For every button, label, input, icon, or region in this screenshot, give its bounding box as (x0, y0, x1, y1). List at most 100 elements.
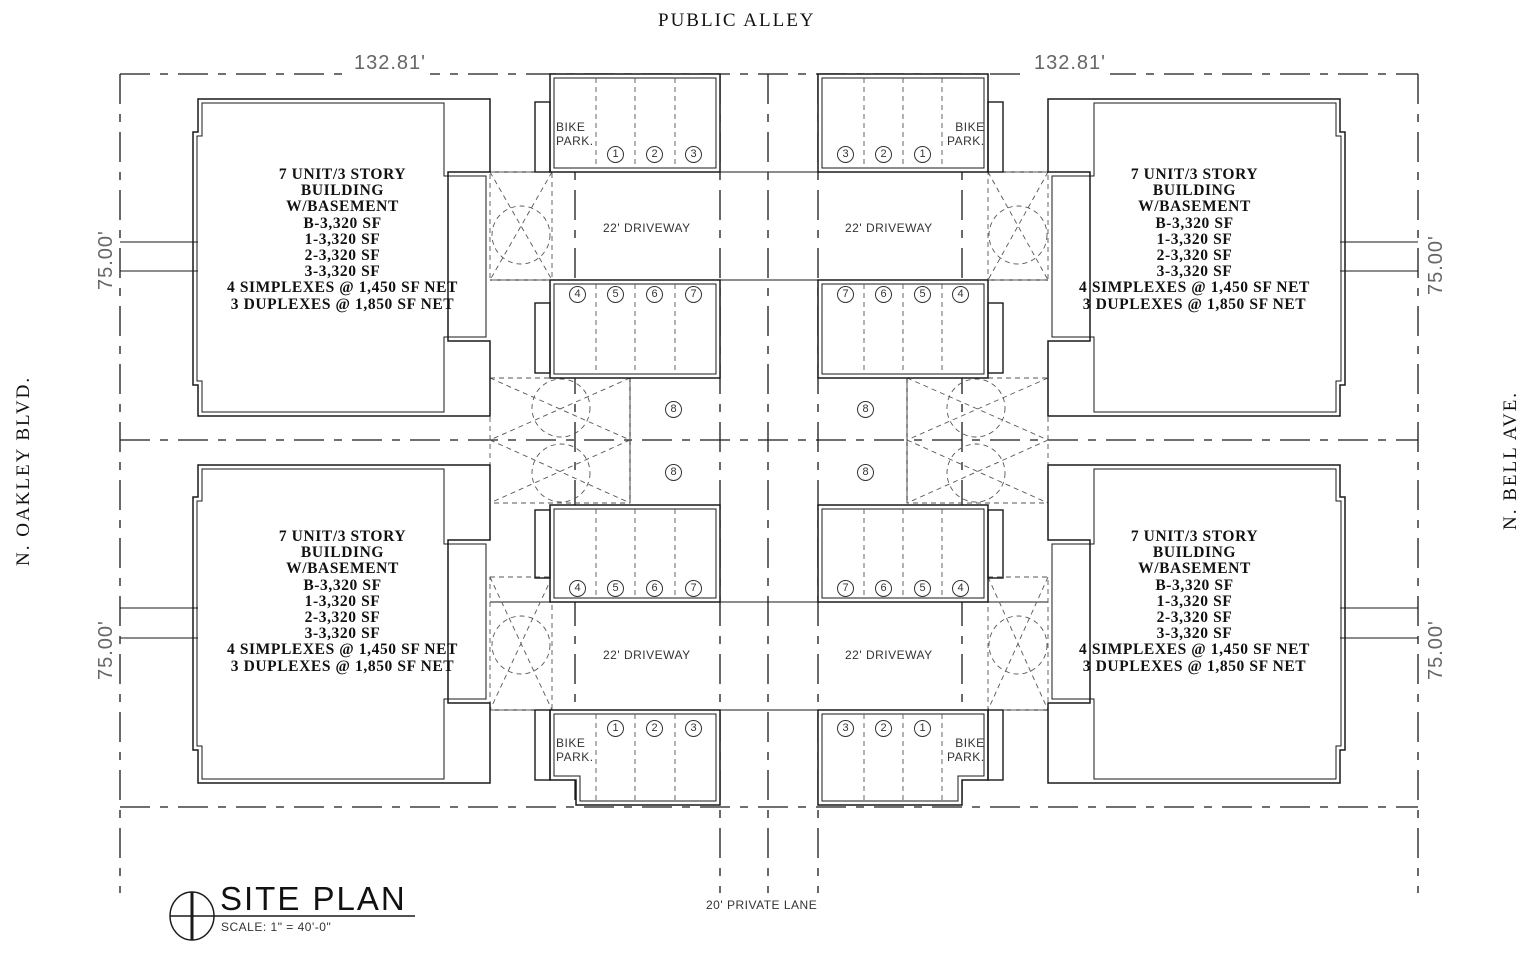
building-line: 4 SIMPLEXES @ 1,450 SF NET (227, 279, 458, 297)
building-line: B-3,320 SF (1155, 214, 1234, 232)
building-line: 2-3,320 SF (1156, 247, 1233, 265)
street-label-left: N. OAKLEY BLVD. (13, 375, 34, 566)
parking-stall: 3 (685, 720, 702, 737)
building-line: 7 UNIT/3 STORY (1130, 166, 1259, 183)
building-line: B-3,320 SF (303, 214, 382, 232)
building-line: BUILDING (300, 182, 385, 200)
building-line: 1-3,320 SF (1156, 592, 1233, 610)
street-label-top: PUBLIC ALLEY (658, 10, 816, 31)
bike-label: BIKE (955, 120, 985, 134)
parking-stall: 3 (837, 720, 854, 737)
parking-stall: 5 (607, 286, 624, 303)
dimension-depth-top-right: 75.00' (1425, 235, 1447, 295)
building-label-bottom-right: 7 UNIT/3 STORY BUILDING W/BASEMENT B-3,3… (1052, 528, 1337, 675)
setback-lines (489, 171, 1049, 711)
parking-stall: 5 (914, 286, 931, 303)
building-line: 2-3,320 SF (1156, 609, 1233, 627)
building-line: 4 SIMPLEXES @ 1,450 SF NET (1079, 641, 1310, 659)
parking-stall: 1 (607, 720, 624, 737)
building-line: 4 SIMPLEXES @ 1,450 SF NET (227, 641, 458, 659)
parking-stall: 7 (837, 286, 854, 303)
parking-stall: 1 (607, 146, 624, 163)
building-line: 3-3,320 SF (304, 263, 381, 281)
building-line: 7 UNIT/3 STORY (278, 166, 407, 183)
building-line: W/BASEMENT (1138, 198, 1251, 216)
parking-stall: 7 (685, 286, 702, 303)
parking-stall: 4 (569, 580, 586, 597)
dimension-lot-width-right: 132.81' (1030, 52, 1110, 75)
bike-label: PARK. (556, 750, 594, 764)
building-label-top-left: 7 UNIT/3 STORY BUILDING W/BASEMENT B-3,3… (200, 166, 485, 313)
building-line: 2-3,320 SF (304, 247, 381, 265)
street-label-right: N. BELL AVE. (1500, 390, 1521, 530)
building-line: 3 DUPLEXES @ 1,850 SF NET (1082, 295, 1307, 313)
dimension-lot-width-left: 132.81' (350, 52, 430, 75)
building-line: 3 DUPLEXES @ 1,850 SF NET (230, 295, 455, 313)
parking-stall: 2 (875, 146, 892, 163)
building-line: W/BASEMENT (1138, 560, 1251, 578)
building-outlines (120, 98, 1418, 784)
driveway-lines (490, 171, 1048, 711)
private-lane-label: 20' PRIVATE LANE (706, 898, 818, 912)
driveway-label-top-left: 22' DRIVEWAY (603, 221, 691, 235)
building-label-top-right: 7 UNIT/3 STORY BUILDING W/BASEMENT B-3,3… (1052, 166, 1337, 313)
building-line: BUILDING (300, 544, 385, 562)
driveway-label-bottom-right: 22' DRIVEWAY (845, 648, 933, 662)
building-line: 3 DUPLEXES @ 1,850 SF NET (1082, 657, 1307, 675)
parking-stall: 4 (569, 286, 586, 303)
parking-stall: 8 (857, 401, 874, 418)
bike-label: PARK. (947, 750, 985, 764)
north-arrow-icon (169, 891, 415, 941)
building-line: B-3,320 SF (303, 576, 382, 594)
building-line: 3-3,320 SF (304, 625, 381, 643)
dimension-depth-bottom-right: 75.00' (1425, 620, 1447, 680)
building-line: 7 UNIT/3 STORY (1130, 528, 1259, 545)
building-line: 2-3,320 SF (304, 609, 381, 627)
parking-stall: 6 (646, 286, 663, 303)
drawing-title: SITE PLAN (220, 880, 407, 917)
parking-stall: 4 (952, 580, 969, 597)
building-line: B-3,320 SF (1155, 576, 1234, 594)
driveway-label-bottom-left: 22' DRIVEWAY (603, 648, 691, 662)
building-line: W/BASEMENT (286, 198, 399, 216)
building-line: 3 DUPLEXES @ 1,850 SF NET (230, 657, 455, 675)
parking-stall: 6 (875, 580, 892, 597)
building-line: W/BASEMENT (286, 560, 399, 578)
parking-stall: 7 (837, 580, 854, 597)
parking-stall: 2 (646, 720, 663, 737)
parking-stall: 3 (685, 146, 702, 163)
parking-stall: 1 (914, 146, 931, 163)
building-line: 7 UNIT/3 STORY (278, 528, 407, 545)
parking-stall: 6 (875, 286, 892, 303)
building-line: 1-3,320 SF (1156, 230, 1233, 248)
bike-label: BIKE (556, 120, 586, 134)
bike-label: PARK. (947, 134, 985, 148)
parking-stall: 8 (857, 464, 874, 481)
dimension-depth-top-left: 75.00' (95, 230, 117, 290)
building-line: 4 SIMPLEXES @ 1,450 SF NET (1079, 279, 1310, 297)
parking-stall: 5 (914, 580, 931, 597)
building-line: BUILDING (1152, 544, 1237, 562)
building-line: 1-3,320 SF (304, 592, 381, 610)
bike-label: PARK. (556, 134, 594, 148)
parking-stall: 8 (665, 464, 682, 481)
parking-stall: 1 (914, 720, 931, 737)
driveway-label-top-right: 22' DRIVEWAY (845, 221, 933, 235)
parking-stall: 5 (607, 580, 624, 597)
bike-label: BIKE (955, 736, 985, 750)
parking-stall: 2 (875, 720, 892, 737)
bike-label: BIKE (556, 736, 586, 750)
building-label-bottom-left: 7 UNIT/3 STORY BUILDING W/BASEMENT B-3,3… (200, 528, 485, 675)
parking-stall: 2 (646, 146, 663, 163)
drawing-scale: SCALE: 1" = 40'-0" (221, 920, 332, 934)
property-lines (119, 73, 1419, 893)
parking-stall: 7 (685, 580, 702, 597)
dimension-depth-bottom-left: 75.00' (95, 620, 117, 680)
parking-stall: 6 (646, 580, 663, 597)
building-line: BUILDING (1152, 182, 1237, 200)
